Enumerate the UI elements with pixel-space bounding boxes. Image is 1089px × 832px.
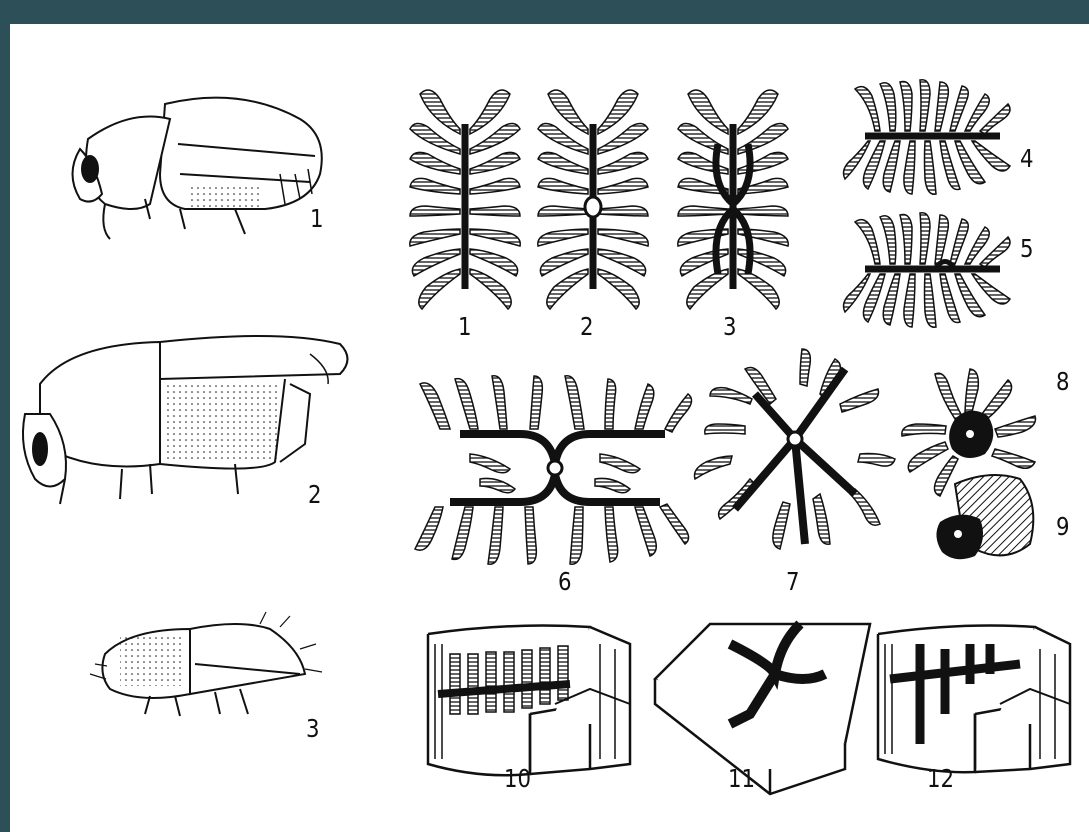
gallery-6-drawing	[415, 376, 692, 564]
beetle-2-drawing	[23, 336, 348, 504]
gallery-10-drawing	[428, 626, 630, 776]
gallery-12-label: 12	[927, 766, 954, 791]
gallery-6-label: 6	[558, 569, 572, 594]
gallery-10-label: 10	[504, 766, 531, 791]
gallery-3-label: 3	[723, 314, 737, 339]
gallery-5-drawing	[844, 213, 1010, 327]
gallery-2-drawing	[538, 90, 648, 309]
beetle-1-drawing	[73, 98, 322, 239]
gallery-1-drawing	[410, 90, 520, 309]
gallery-4-label: 4	[1020, 146, 1034, 171]
gallery-9-label: 9	[1056, 514, 1070, 539]
gallery-1-label: 1	[458, 314, 472, 339]
gallery-4-drawing	[844, 80, 1010, 194]
gallery-11-drawing	[655, 624, 870, 794]
beetle-1-label: 1	[310, 206, 324, 231]
gallery-7-drawing	[694, 349, 895, 549]
gallery-7-label: 7	[786, 569, 800, 594]
illustration-plate: 1 2 3 1 2 3 4 5 6 7 8 9 10 11 12	[10, 24, 1089, 832]
gallery-3-drawing	[678, 90, 788, 309]
gallery-9-drawing	[936, 475, 1033, 559]
beetle-3-drawing	[90, 612, 322, 716]
plate-drawing	[10, 24, 1089, 832]
gallery-12-drawing	[878, 626, 1070, 773]
gallery-8-label: 8	[1056, 369, 1070, 394]
beetle-3-label: 3	[306, 716, 320, 741]
gallery-2-label: 2	[580, 314, 594, 339]
beetle-2-label: 2	[308, 482, 322, 507]
gallery-5-label: 5	[1020, 236, 1034, 261]
gallery-11-label: 11	[728, 766, 755, 791]
